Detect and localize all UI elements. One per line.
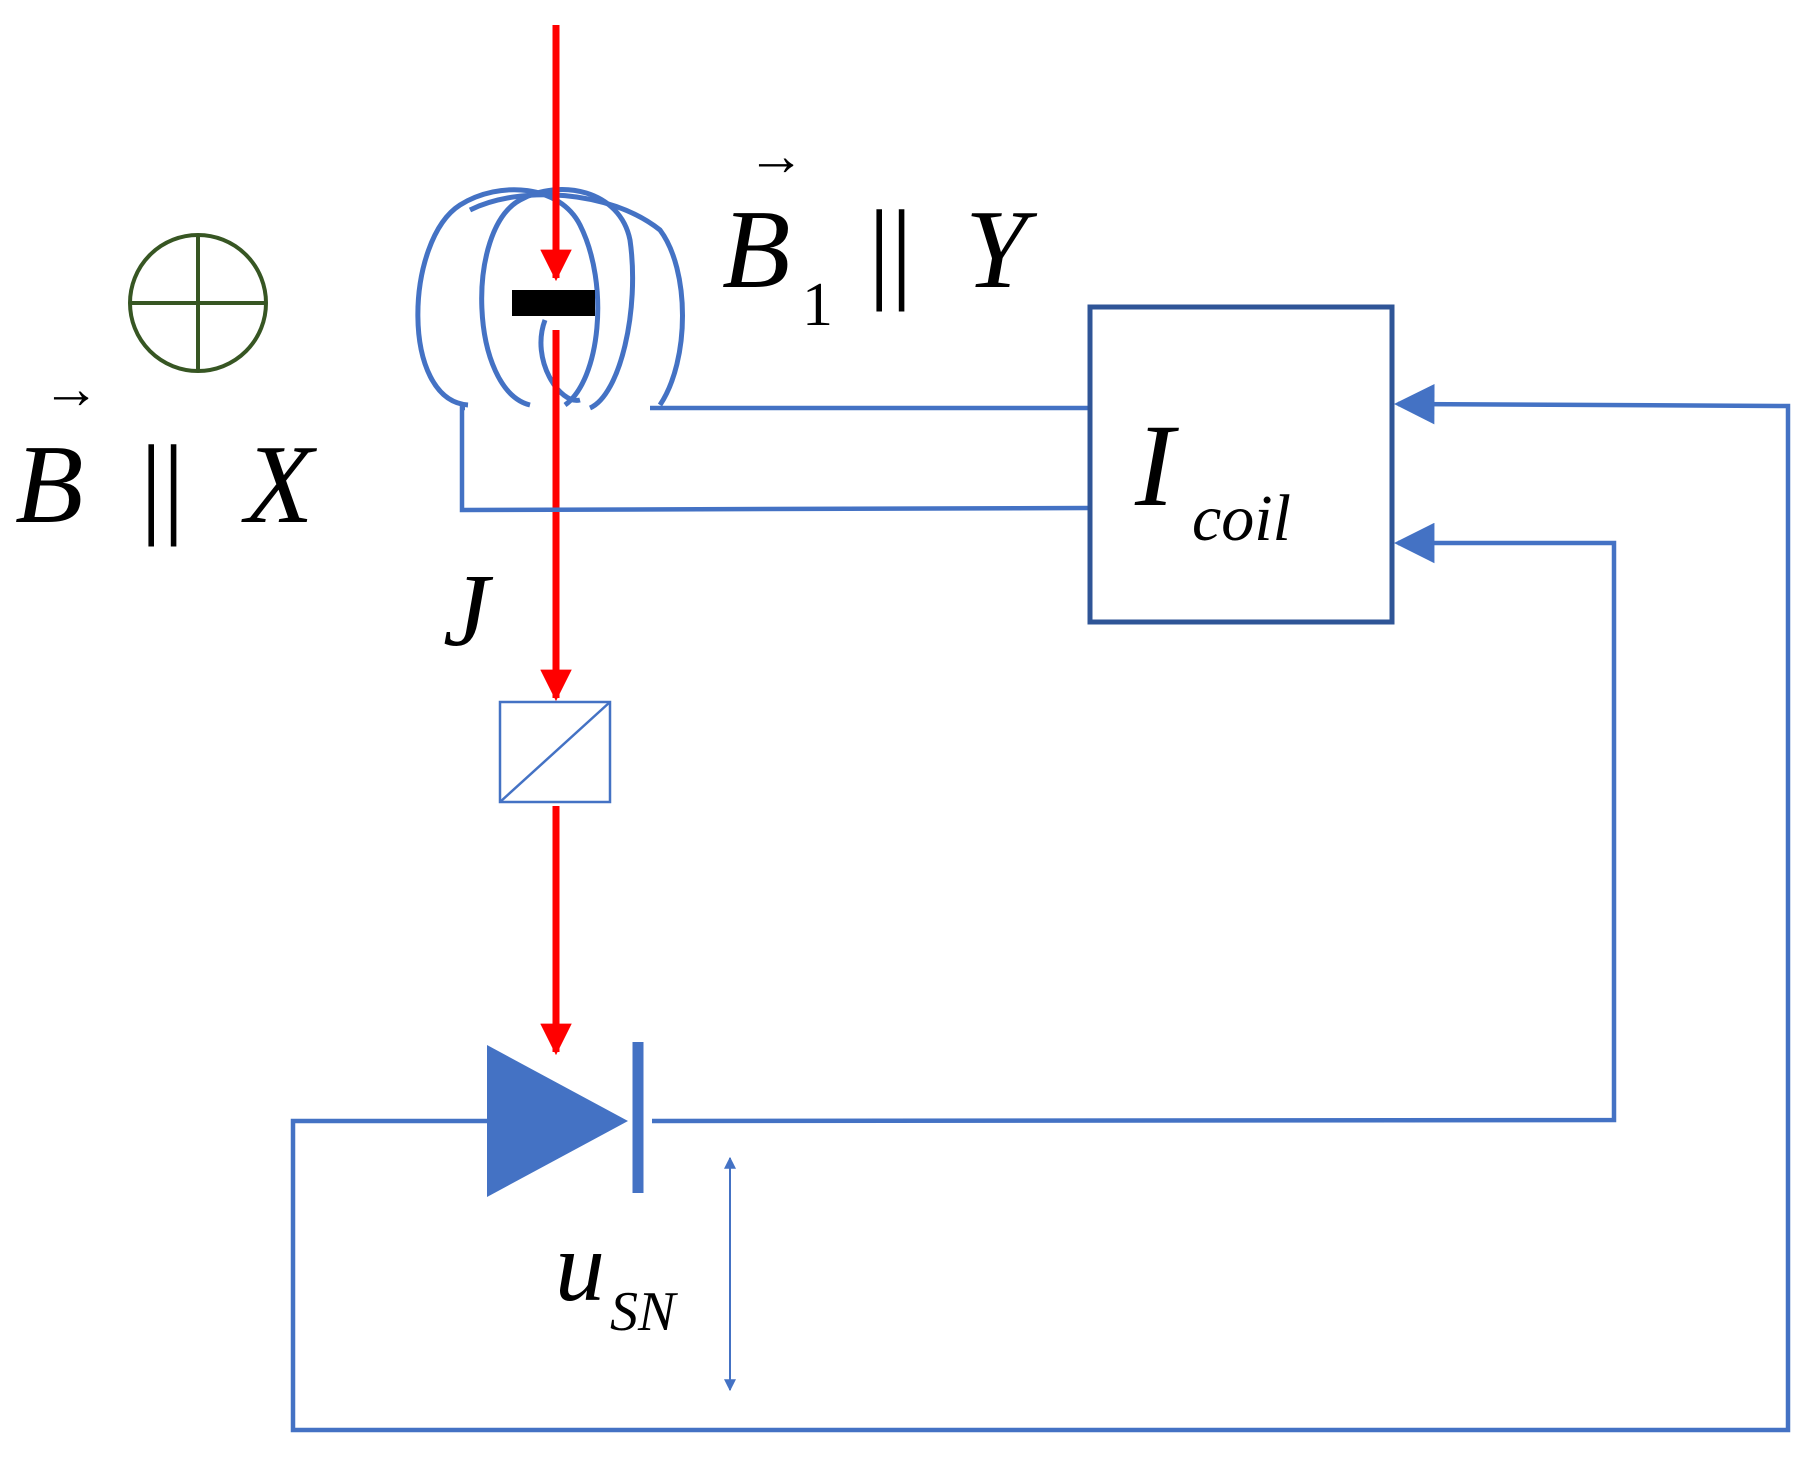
b1-field-label: B → 1 || Y <box>722 123 1038 339</box>
b1-field-relation: || <box>868 188 913 312</box>
b-field-relation: || <box>140 423 185 547</box>
coil-driver-label: I coil <box>1134 400 1291 555</box>
coil-wires <box>459 405 1091 513</box>
photodiode <box>487 1042 644 1197</box>
polarizer <box>498 700 612 804</box>
signal-label: u SN <box>555 1211 678 1343</box>
coil-driver-box <box>1087 304 1395 625</box>
feedback-wires <box>290 383 1791 1433</box>
coil <box>415 186 685 411</box>
signal-symbol: u <box>555 1211 605 1322</box>
b-field-label: B → || X <box>15 356 318 547</box>
vapor-cell <box>512 290 595 316</box>
vector-arrow: → <box>747 123 805 188</box>
b1-field-axis: Y <box>965 188 1038 312</box>
beam-label: J <box>443 553 494 668</box>
b1-field-symbol: B <box>722 188 790 312</box>
signal-subscript: SN <box>610 1281 678 1343</box>
coil-driver-subscript: coil <box>1192 482 1291 555</box>
b-field-symbol: B <box>15 423 83 547</box>
b-field-axis: X <box>241 423 318 547</box>
vector-arrow: → <box>42 356 100 421</box>
field-direction-symbol <box>128 233 268 373</box>
coil-driver-symbol: I <box>1134 400 1179 531</box>
b1-field-subscript: 1 <box>802 271 833 339</box>
